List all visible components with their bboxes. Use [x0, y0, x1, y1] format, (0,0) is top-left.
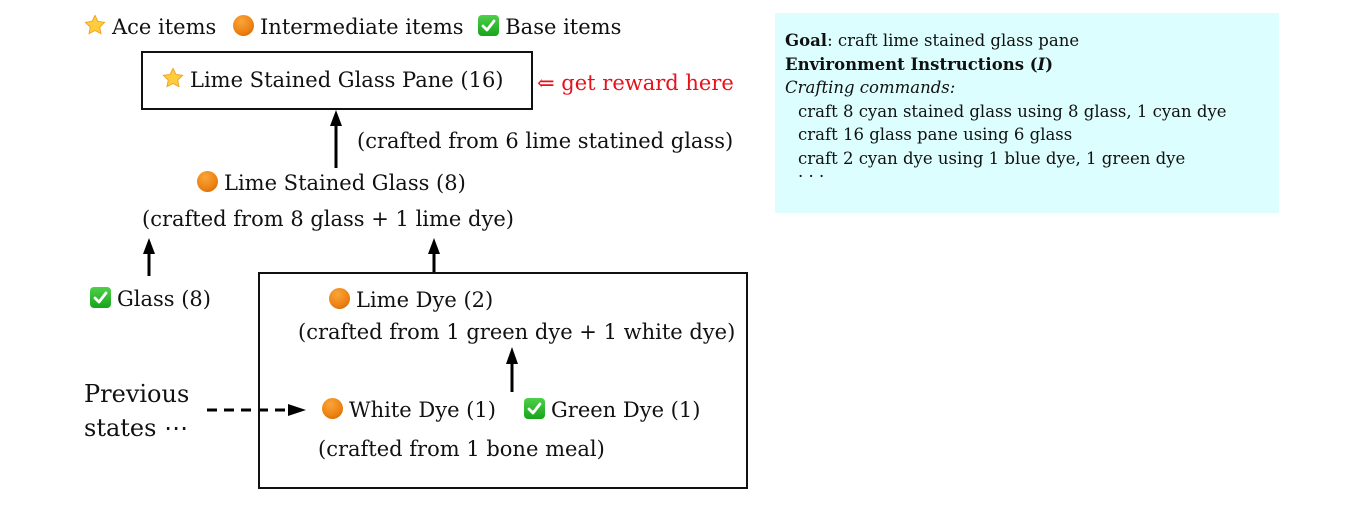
lime-stained-glass-note: (crafted from 8 glass + 1 lime dye) — [142, 207, 514, 231]
lime-dye-label: Lime Dye (2) — [356, 288, 494, 312]
legend-base-label: Base items — [505, 15, 622, 39]
goal-note: (crafted from 6 lime statined glass) — [357, 129, 734, 153]
legend-ace-label: Ace items — [112, 15, 217, 39]
lime-dye-node: Lime Dye (2) — [329, 288, 493, 312]
star-icon — [162, 67, 184, 89]
white-dye-label: White Dye (1) — [349, 398, 496, 422]
instructions-title: Environment Instructions (I) — [785, 54, 1054, 74]
command-item: craft 16 glass pane using 6 glass — [798, 125, 1073, 144]
white-dye-node: White Dye (1) — [322, 398, 496, 422]
lime-dye-note: (crafted from 1 green dye + 1 white dye) — [298, 320, 736, 344]
check-icon — [90, 287, 111, 308]
white-dye-note: (crafted from 1 bone meal) — [318, 437, 605, 461]
reward-label: get reward here — [561, 71, 734, 95]
green-dye-node: Green Dye (1) — [524, 398, 700, 422]
lime-stained-glass-node: Lime Stained Glass (8) — [197, 171, 466, 195]
command-ellipsis: · · · — [798, 167, 825, 186]
goal-line: Goal: craft lime stained glass pane — [785, 31, 1080, 50]
glass-label: Glass (8) — [117, 287, 211, 311]
goal-node-box — [141, 51, 533, 110]
star-icon — [84, 14, 106, 36]
lime-dye-subtree-box — [258, 272, 748, 489]
orange-circle-icon — [197, 171, 218, 192]
glass-node: Glass (8) — [90, 287, 211, 311]
orange-circle-icon — [329, 288, 350, 309]
green-dye-label: Green Dye (1) — [551, 398, 701, 422]
goal-instructions-panel: Goal: craft lime stained glass pane Envi… — [775, 13, 1279, 213]
orange-circle-icon — [322, 398, 343, 419]
check-icon — [478, 15, 500, 36]
goal-node-label: Lime Stained Glass Pane (16) — [190, 68, 504, 92]
legend: Ace items Intermediate items Base items — [84, 14, 621, 39]
command-item: craft 8 cyan stained glass using 8 glass… — [798, 101, 1227, 121]
lime-stained-glass-label: Lime Stained Glass (8) — [224, 171, 466, 195]
legend-intermediate-label: Intermediate items — [260, 15, 464, 39]
orange-circle-icon — [233, 15, 254, 36]
reward-annotation: ⇐ get reward here — [537, 71, 734, 95]
commands-heading: Crafting commands: — [785, 78, 956, 97]
check-icon — [524, 398, 545, 419]
command-item: craft 2 cyan dye using 1 blue dye, 1 gre… — [798, 148, 1186, 168]
left-double-arrow-icon: ⇐ — [537, 71, 555, 95]
previous-states-label: Previous states ⋯ — [84, 380, 190, 442]
goal-node: Lime Stained Glass Pane (16) — [162, 67, 504, 92]
